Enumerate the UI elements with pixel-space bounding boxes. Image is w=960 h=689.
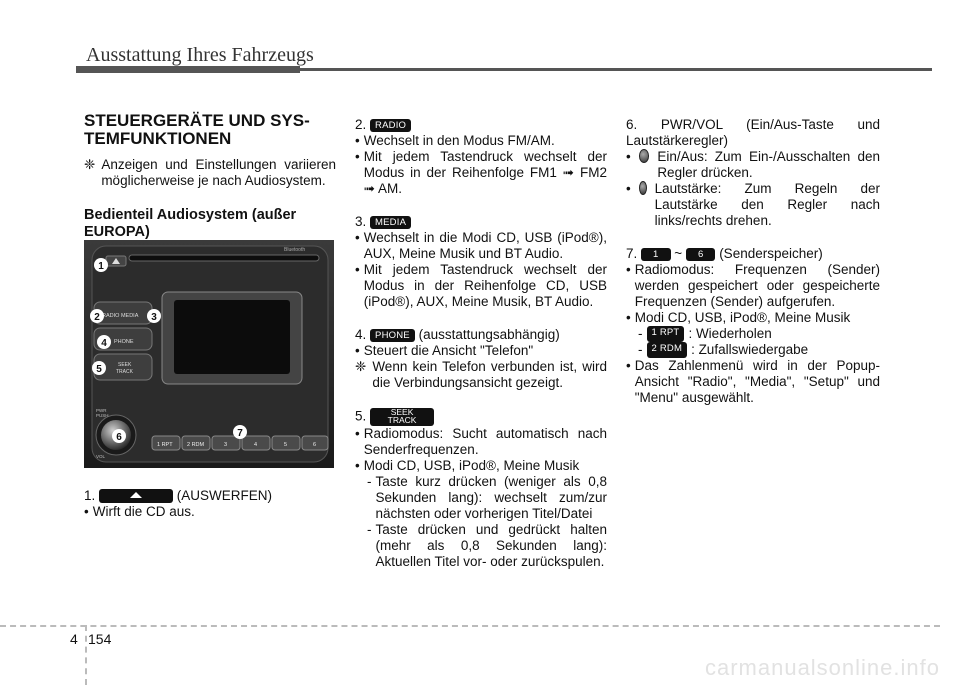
seek-track-button-icon: SEEK TRACK: [370, 408, 435, 426]
preset-1-label: 1 RPT: [157, 442, 173, 448]
item-2-number: 2.: [355, 117, 367, 132]
sub-list-item: -2 RDM: Zufallswiedergabe: [638, 342, 809, 358]
preset-6-label: 6: [313, 442, 316, 448]
header-rule: [76, 68, 932, 71]
sub-list-item: -1 RPT: Wiederholen: [638, 326, 772, 342]
radio-media-label: RADIO MEDIA: [102, 313, 139, 319]
item-4-label: (ausstattungsabhängig): [418, 327, 560, 342]
column-2: 2. RADIO •Wechselt in den Modus FM/AM. •…: [355, 117, 607, 570]
list-item: •Lautstärke: Zum Regeln der Lautstärke d…: [626, 181, 880, 228]
list-item: •Mit jedem Tastendruck wechselt der Modu…: [355, 149, 607, 196]
list-item: •Modi CD, USB, iPod®, Meine Musik: [626, 310, 851, 325]
brand-label: Bluetooth: [284, 247, 305, 253]
list-item: •Modi CD, USB, iPod®, Meine Musik: [355, 458, 580, 473]
column-1: STEUERGERÄTE UND SYS-TEMFUNKTIONEN ❈ Anz…: [84, 112, 336, 253]
preset-5-label: 5: [284, 442, 287, 448]
callout-6: 6: [116, 432, 122, 443]
note: ❈ Wenn kein Telefon verbunden ist, wird …: [355, 359, 607, 390]
phone-label: PHONE: [114, 339, 134, 345]
list-item: •Wirft die CD aus.: [84, 504, 195, 519]
item-6-heading: 6. PWR/VOL (Ein/Aus-Taste und Lautstärke…: [626, 117, 880, 148]
sub-list-item: -Taste kurz drücken (weniger als 0,8 Sek…: [367, 474, 607, 521]
list-item: •Mit jedem Tastendruck wechselt der Modu…: [355, 262, 607, 309]
callout-1: 1: [98, 261, 104, 272]
eject-button-icon: [99, 489, 174, 504]
item-5-number: 5.: [355, 408, 367, 424]
note-mark: ❈: [84, 157, 96, 172]
list-item: •Radiomodus: Frequenzen (Sender) werden …: [626, 262, 880, 309]
callout-4: 4: [101, 338, 107, 349]
item-1-number: 1.: [84, 488, 96, 503]
preset-1-button-icon: 1: [641, 247, 671, 261]
preset-3-label: 3: [224, 442, 227, 448]
footer-divider: [85, 625, 87, 685]
page-number: 154: [88, 631, 112, 647]
item-4-number: 4.: [355, 327, 367, 342]
item-7-number: 7.: [626, 246, 638, 261]
knob-icon: [638, 181, 647, 195]
vol-label: VOL: [96, 454, 106, 459]
list-item: •Ein/Aus: Zum Ein-/Ausschalten den Regle…: [626, 149, 880, 180]
note-text: Anzeigen und Einstellungen variieren mög…: [101, 157, 336, 188]
random-button-icon: 2 RDM: [646, 342, 688, 358]
callout-7: 7: [237, 428, 243, 439]
header-rule-accent: [76, 66, 300, 73]
list-item: •Das Zahlenmenü wird in der Popup-Ansich…: [626, 358, 880, 405]
item-7-label: (Senderspeicher): [719, 246, 823, 261]
radio-button-icon: RADIO: [370, 118, 412, 132]
repeat-button-icon: 1 RPT: [646, 326, 685, 342]
page-header-title: Ausstattung Ihres Fahrzeugs: [86, 44, 314, 66]
media-button-icon: MEDIA: [370, 215, 412, 229]
item-1: 1. (AUSWERFEN) •Wirft die CD aus.: [84, 488, 336, 520]
sub-list-item: -Taste drücken und gedrückt halten (mehr…: [367, 522, 607, 569]
chapter-number: 4: [70, 631, 78, 647]
subheading: Bedienteil Audiosystem (außer EUROPA): [84, 207, 297, 240]
svg-text:SEEK: SEEK: [118, 362, 132, 368]
preset-6-button-icon: 6: [685, 247, 716, 261]
callout-3: 3: [151, 312, 157, 323]
callout-2: 2: [94, 312, 100, 323]
svg-text:TRACK: TRACK: [116, 369, 134, 375]
preset-2-label: 2 RDM: [187, 442, 205, 448]
audio-unit-photo: Bluetooth RADIO MEDIA PHONE SEEK TRACK P…: [84, 240, 334, 468]
watermark: carmanualsonline.info: [704, 655, 940, 680]
list-item: •Wechselt in die Modi CD, USB (iPod®), A…: [355, 230, 607, 261]
preset-4-label: 4: [254, 442, 257, 448]
list-item: •Steuert die Ansicht "Telefon": [355, 343, 534, 358]
callout-5: 5: [96, 364, 102, 375]
audio-unit-illustration: Bluetooth RADIO MEDIA PHONE SEEK TRACK P…: [84, 240, 334, 468]
column-3: 6. PWR/VOL (Ein/Aus-Taste und Lautstärke…: [626, 117, 880, 405]
svg-text:PWR: PWR: [96, 408, 107, 413]
knob-icon: [638, 149, 650, 163]
footer-rule: [0, 625, 940, 627]
section-heading: STEUERGERÄTE UND SYS-TEMFUNKTIONEN: [84, 111, 310, 148]
list-item: •Radiomodus: Sucht automatisch nach Send…: [355, 426, 607, 457]
list-item: •Wechselt in den Modus FM/AM.: [355, 133, 555, 148]
svg-text:PUSH: PUSH: [96, 413, 109, 418]
note: ❈ Anzeigen und Einstellungen variieren m…: [84, 157, 336, 189]
item-3-number: 3.: [355, 214, 367, 229]
item-1-label: (AUSWERFEN): [176, 488, 273, 503]
phone-button-icon: PHONE: [370, 328, 415, 342]
